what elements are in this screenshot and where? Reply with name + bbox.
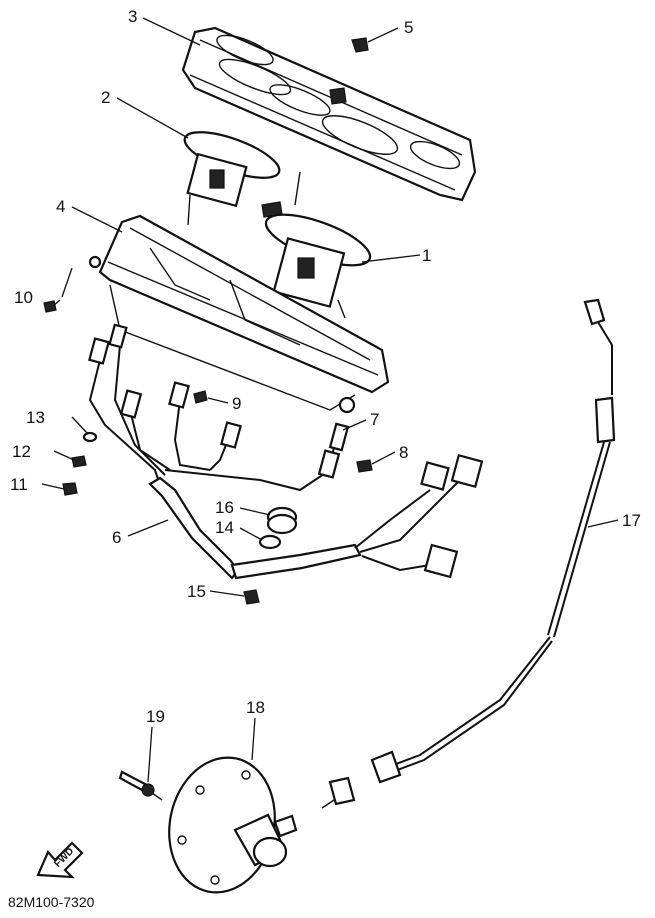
meter-cover-part-3: [181, 26, 477, 206]
screw-part-8: [356, 459, 373, 473]
callout-12: 12: [12, 442, 31, 461]
callout-2: 2: [101, 88, 110, 107]
screw-part-5: [329, 37, 369, 105]
callout-11: 11: [10, 475, 28, 494]
speedometer-part-2: [183, 131, 281, 226]
grommet-part-16: [266, 506, 298, 535]
bolt-part-19: [118, 770, 163, 801]
callout-9: 9: [232, 394, 241, 413]
speedometer-cable-part-17: [321, 298, 616, 809]
nut-part-11: [62, 482, 78, 496]
wire-harness-part-6: [88, 323, 484, 580]
callout-18: 18: [246, 698, 265, 717]
screw-part-9: [193, 390, 208, 404]
screw-part-10: [43, 299, 61, 313]
bulb-socket-part-7: [328, 422, 350, 452]
callout-1: 1: [422, 246, 431, 265]
callout-7: 7: [370, 410, 379, 429]
callout-15: 15: [187, 582, 206, 601]
tachometer-part-1: [261, 201, 372, 319]
callout-14: 14: [215, 518, 234, 537]
callout-10: 10: [14, 288, 33, 307]
callout-16: 16: [215, 498, 234, 517]
callout-17: 17: [622, 511, 641, 530]
collar-part-14: [258, 534, 282, 550]
callout-19: 19: [146, 707, 165, 726]
speedometer-gear-part-18: [168, 756, 298, 894]
callout-labels: 3 5 2 4 1 10 9 13 12 11 6 7 8 16 14 15 1…: [10, 7, 641, 726]
nut-part-15: [243, 589, 260, 605]
leader-lines: [41, 17, 619, 783]
callout-13: 13: [26, 408, 45, 427]
callout-5: 5: [404, 18, 413, 37]
callout-6: 6: [112, 528, 121, 547]
callout-8: 8: [399, 443, 408, 462]
callout-3: 3: [128, 7, 137, 26]
callout-4: 4: [56, 197, 65, 216]
meter-case-part-4: [88, 214, 390, 414]
washer-part-13: [82, 431, 98, 443]
nut-part-12: [71, 455, 87, 468]
diagram-code: 82M100-7320: [8, 894, 95, 910]
forward-arrow-icon: FWD: [36, 841, 84, 879]
